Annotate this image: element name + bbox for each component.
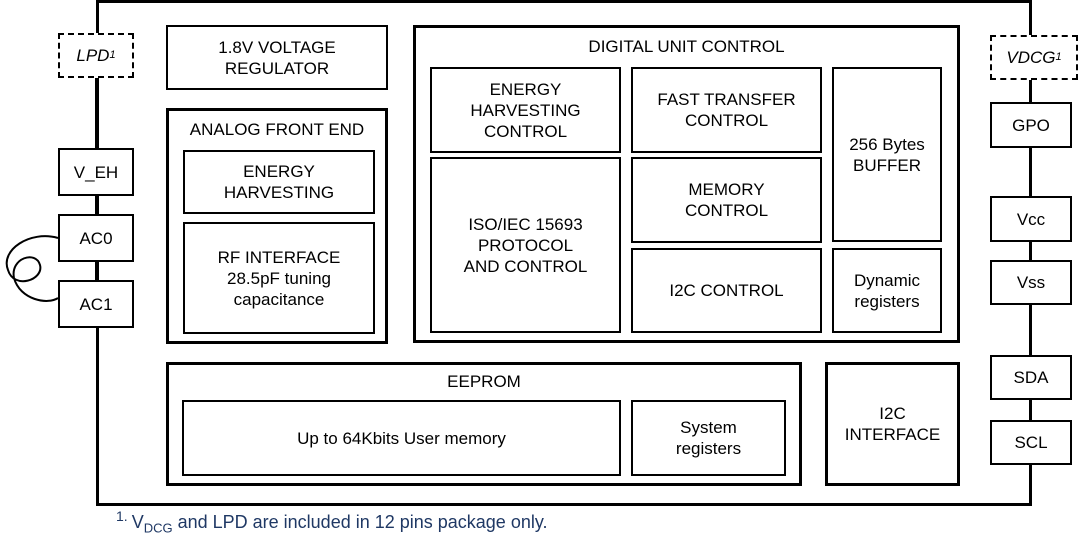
i2c-interface-line2: INTERFACE xyxy=(844,425,941,444)
pin-vdcg-label: VDCG xyxy=(1006,48,1056,67)
eh-control-line2: HARVESTING xyxy=(470,100,581,120)
eh-control-block: ENERGY HARVESTING CONTROL xyxy=(430,67,621,153)
pin-sda-label: SDA xyxy=(1013,368,1049,387)
voltage-regulator-line2: REGULATOR xyxy=(224,58,330,78)
energy-harvesting-line2: HARVESTING xyxy=(223,183,335,202)
dynamic-registers-block: Dynamic registers xyxy=(832,248,942,333)
eh-control-line3: CONTROL xyxy=(483,121,568,141)
footnote-v: V xyxy=(131,512,144,532)
rf-interface-line1: RF INTERFACE xyxy=(217,247,341,267)
pin-vss-label: Vss xyxy=(1016,273,1046,292)
footnote-sub: DCG xyxy=(143,520,173,536)
fast-transfer-control-block: FAST TRANSFER CONTROL xyxy=(631,67,822,153)
iso-protocol-line2: PROTOCOL xyxy=(477,235,574,255)
memory-control-line1: MEMORY xyxy=(688,180,765,199)
pin-ac1: AC1 xyxy=(58,280,134,328)
pin-v-eh: V_EH xyxy=(58,148,134,196)
iso-protocol-line1: ISO/IEC 15693 xyxy=(468,214,583,234)
digital-unit-control-title: DIGITAL UNIT CONTROL xyxy=(588,37,785,56)
pin-v-eh-label: V_EH xyxy=(73,162,119,182)
fast-transfer-line2: CONTROL xyxy=(684,111,769,130)
pin-ac0: AC0 xyxy=(58,214,134,262)
dynamic-registers-line2: registers xyxy=(854,291,920,311)
buffer-block: 256 Bytes BUFFER xyxy=(832,67,942,242)
rf-interface-line3: capacitance xyxy=(233,289,325,309)
footnote-number: 1. xyxy=(116,508,128,524)
antenna-coil-icon xyxy=(5,235,59,302)
user-memory-label: Up to 64Kbits User memory xyxy=(297,428,506,448)
pin-ac1-label: AC1 xyxy=(79,294,113,314)
pin-vcc-label: Vcc xyxy=(1016,209,1046,229)
pin-vcc: Vcc xyxy=(990,196,1072,242)
buffer-line1: 256 Bytes xyxy=(849,134,925,154)
pin-gpo: GPO xyxy=(990,102,1072,148)
rf-interface-line2: 28.5pF tuning xyxy=(227,268,331,288)
iso-protocol-line3: AND CONTROL xyxy=(463,256,588,276)
pin-scl: SCL xyxy=(990,420,1072,465)
i2c-control-block: I2C CONTROL xyxy=(631,248,822,333)
eeprom-title: EEPROM xyxy=(447,372,521,391)
dynamic-registers-line1: Dynamic xyxy=(853,270,921,290)
pin-vdcg-sup: 1 xyxy=(1055,51,1062,63)
pin-ac0-label: AC0 xyxy=(79,228,113,248)
pin-lpd-label: LPD xyxy=(76,46,110,65)
footnote: 1.VDCG and LPD are included in 12 pins p… xyxy=(116,508,548,536)
eh-control-line1: ENERGY xyxy=(489,79,562,99)
user-memory-block: Up to 64Kbits User memory xyxy=(182,400,621,476)
i2c-control-label: I2C CONTROL xyxy=(669,281,784,300)
footnote-text: and LPD are included in 12 pins package … xyxy=(172,512,548,532)
fast-transfer-line1: FAST TRANSFER xyxy=(657,90,796,109)
buffer-line2: BUFFER xyxy=(853,155,921,175)
pin-gpo-label: GPO xyxy=(1012,115,1050,135)
memory-control-line2: CONTROL xyxy=(684,201,769,220)
energy-harvesting-line1: ENERGY xyxy=(243,162,315,181)
memory-control-block: MEMORY CONTROL xyxy=(631,157,822,243)
i2c-interface-block: I2C INTERFACE xyxy=(825,362,960,486)
pin-lpd-sup: 1 xyxy=(109,49,116,61)
system-registers-line2: registers xyxy=(675,439,742,458)
voltage-regulator-line1: 1.8V VOLTAGE xyxy=(218,37,336,57)
system-registers-block: System registers xyxy=(631,400,786,476)
system-registers-line1: System xyxy=(680,418,737,437)
pin-sda: SDA xyxy=(990,355,1072,400)
voltage-regulator-block: 1.8V VOLTAGE REGULATOR xyxy=(166,25,388,90)
analog-front-end-title: ANALOG FRONT END xyxy=(189,120,365,139)
rf-interface-block: RF INTERFACE 28.5pF tuning capacitance xyxy=(183,222,375,334)
pin-scl-label: SCL xyxy=(1014,433,1048,452)
pin-vss: Vss xyxy=(990,260,1072,305)
energy-harvesting-block: ENERGY HARVESTING xyxy=(183,150,375,214)
iso-protocol-block: ISO/IEC 15693 PROTOCOL AND CONTROL xyxy=(430,157,621,333)
i2c-interface-line1: I2C xyxy=(879,404,906,423)
